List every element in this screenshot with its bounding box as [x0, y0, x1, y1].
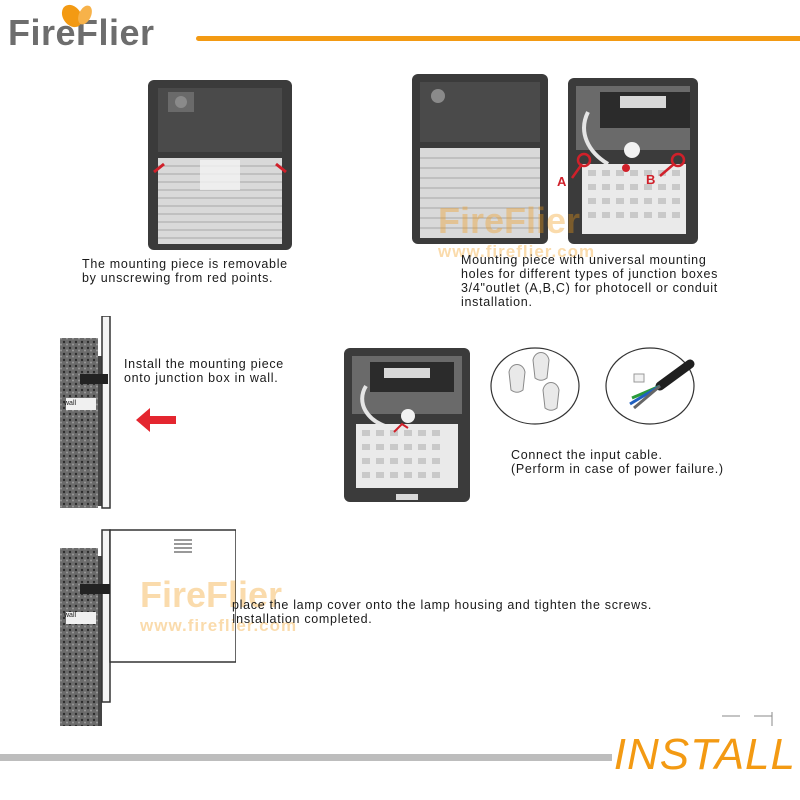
header-divider — [196, 36, 800, 41]
point-a-label: A — [557, 174, 567, 189]
corner-marks — [722, 712, 773, 726]
brand-logo: FireFlier — [8, 4, 155, 54]
firefly-logo-icon — [61, 4, 92, 28]
step4-caption: Connect the input cable. (Perform in cas… — [511, 448, 724, 476]
wall-label-2: wall — [64, 612, 77, 619]
watermark-bottom: FireFlier www.fireflier.com — [140, 574, 297, 636]
step3-caption: Install the mounting piece onto junction… — [124, 357, 284, 385]
wall-label-1: wall — [64, 400, 77, 407]
step5-caption: place the lamp cover onto the lamp housi… — [232, 598, 653, 626]
watermark-url-2: www.fireflier.com — [140, 616, 298, 635]
wall-mount-illustration — [60, 316, 176, 509]
lamp-mounted-illustration — [60, 529, 236, 726]
point-b-label: B — [646, 172, 656, 187]
watermark-url: www.fireflier.com — [438, 242, 596, 261]
install-heading: INSTALL — [613, 730, 796, 779]
watermark-logo: FireFlier — [438, 200, 581, 241]
step2-caption: Mounting piece with universal mounting h… — [461, 253, 719, 309]
wallpack-front-illustration — [148, 80, 292, 250]
watermark-top: FireFlier www.fireflier.com — [438, 200, 595, 262]
mounting-plate-illustration — [412, 74, 698, 244]
wire-connectors-icon — [490, 347, 580, 425]
watermark-logo-2: FireFlier — [140, 574, 283, 615]
footer-divider — [0, 754, 612, 761]
wiring-housing-illustration — [344, 348, 470, 502]
input-cable-icon — [605, 347, 695, 425]
step1-caption: The mounting piece is removable by unscr… — [82, 257, 288, 285]
